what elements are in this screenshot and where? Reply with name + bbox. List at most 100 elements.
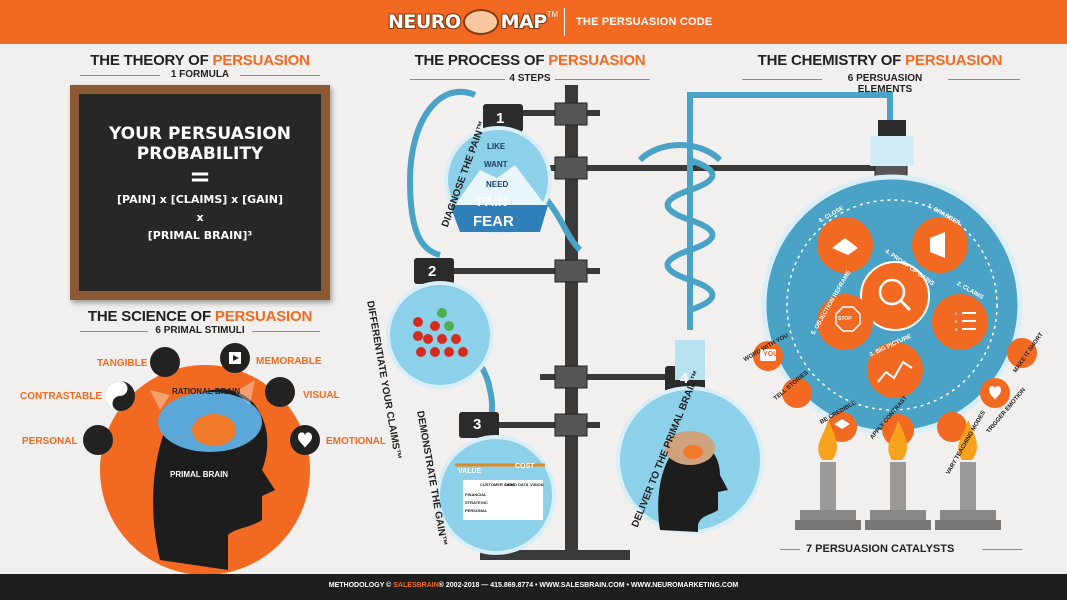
catalysts-rule-left [780, 549, 800, 550]
stimulus-visual-label: VISUAL [303, 390, 340, 401]
catalysts-rule-right [982, 549, 1022, 550]
flask-1 [444, 104, 552, 234]
gain-col-vision: VISION [530, 482, 544, 487]
theory-rule-left [80, 75, 160, 76]
header-subtitle: THE PERSUASION CODE [576, 16, 713, 28]
tangible-hand-icon [150, 347, 180, 377]
flask-2 [386, 258, 494, 389]
step-4-number: 4 [680, 370, 689, 387]
footer-text: METHODOLOGY © SALESBRAIN® 2002-2018 — 41… [328, 582, 739, 589]
logo-text-right: MAP [500, 11, 548, 33]
burner-3 [935, 420, 1001, 530]
gain-table [463, 480, 543, 520]
claims-num-1: 1 [955, 311, 958, 316]
gain-row-strategic: STRATEGIC [465, 500, 488, 505]
step-1-number: 1 [496, 110, 505, 127]
footer-brand-brain[interactable]: BRAIN [416, 582, 439, 589]
light-rays [150, 380, 255, 410]
flask-4 [616, 340, 764, 534]
claims-num-3: 3 [955, 327, 958, 332]
stimulus-memorable-label: MEMORABLE [256, 356, 322, 367]
formula-line-3: [PAIN] x [CLAIMS] x [GAIN] [117, 193, 283, 206]
iceberg-pain: PAIN [477, 194, 508, 209]
primal-brain-label: PRIMAL BRAIN [170, 470, 229, 479]
process-rule-right [555, 79, 650, 80]
rational-brain-label: RATIONAL BRAIN [172, 387, 241, 396]
catalysts-title: 7 PERSUASION CATALYSTS [806, 543, 955, 555]
bunsen-burners [795, 420, 1001, 530]
stimulus-tangible-label: TANGIBLE [97, 358, 148, 369]
gain-value-label: VALUE [458, 468, 482, 475]
formula-line-1: YOUR PERSUASION [108, 124, 292, 144]
theory-subtitle: 1 FORMULA [170, 69, 230, 80]
burner-1 [795, 420, 861, 530]
stimulus-personal-label: PERSONAL [22, 436, 78, 447]
formula-equals: = [189, 162, 211, 192]
stand-pole [565, 85, 578, 560]
iceberg-want: WANT [484, 160, 508, 169]
gain-col-customer: CUSTOMER CASE [480, 482, 516, 487]
you-text: YOU [763, 351, 779, 358]
step-3-number: 3 [473, 416, 482, 433]
neuromap-logo[interactable]: NEURO MAP TM [388, 8, 558, 36]
gain-col-demo: DEMO [505, 482, 517, 487]
claims-list-icon [932, 294, 988, 350]
big-picture-chart-icon [867, 342, 923, 398]
iceberg-need: NEED [486, 180, 509, 189]
chemistry-rule-right [948, 79, 1020, 80]
stand-base [480, 550, 630, 560]
science-subtitle: 6 PRIMAL STIMULI [155, 325, 245, 336]
flask-3 [436, 412, 556, 555]
logo-text-left: NEURO [388, 11, 461, 33]
science-title: THE SCIENCE OF PERSUASION [87, 308, 313, 325]
catalyst-icons [753, 338, 1037, 446]
proof-magnifier-icon [860, 261, 930, 331]
footer-brand-sales[interactable]: SALES [393, 582, 417, 589]
chemistry-subtitle: 6 PERSUASION ELEMENTS [847, 73, 923, 95]
science-rule-left [80, 331, 148, 332]
iceberg-fear: FEAR [473, 213, 514, 230]
step-2-number: 2 [428, 263, 437, 280]
lab-stand [420, 85, 908, 560]
stimulus-icons [83, 343, 320, 455]
gain-row-financial: FINANCIAL [465, 492, 487, 497]
claims-num-2: 2 [955, 319, 958, 324]
header-bar: NEURO MAP TM THE PERSUASION CODE [0, 0, 1067, 44]
visual-eye-icon [265, 377, 295, 407]
chalkboard-frame: YOUR PERSUASION PROBABILITY = [PAIN] x [… [70, 85, 330, 300]
header-divider [564, 8, 565, 36]
stimulus-emotional-label: EMOTIONAL [326, 436, 386, 447]
chemistry-title: THE CHEMISTRY OF PERSUASION [757, 52, 1003, 69]
formula-line-2: PROBABILITY [136, 144, 264, 164]
formula-line-4: [PRIMAL BRAIN]³ [147, 229, 253, 242]
short-network-icon [1007, 338, 1037, 368]
stop-sign-text: STOP [838, 316, 852, 322]
chalkboard: YOUR PERSUASION PROBABILITY = [PAIN] x [… [79, 94, 321, 291]
iceberg-like: LIKE [487, 142, 506, 151]
primal-brain-shape [192, 414, 236, 446]
apple-pyramid [413, 308, 468, 357]
footer-bar: METHODOLOGY © SALESBRAIN® 2002-2018 — 41… [0, 574, 1067, 600]
gain-row-personal: PERSONAL [465, 508, 488, 513]
burner-2 [865, 420, 931, 530]
process-subtitle: 4 STEPS [509, 73, 551, 84]
science-head-graphic [100, 365, 310, 575]
stories-book-icon [782, 378, 812, 408]
formula-times: x [196, 211, 204, 224]
brain-logo-icon [462, 9, 499, 35]
logo-trademark: TM [546, 10, 559, 19]
gain-col-data: DATA [518, 482, 529, 487]
gain-cost-label: COST [515, 463, 535, 470]
chemistry-rule-left [742, 79, 822, 80]
persuasion-elements [817, 217, 988, 398]
process-title: THE PROCESS OF PERSUASION [414, 52, 646, 69]
teaching-icon [937, 412, 967, 442]
stimulus-contrastable-label: CONTRASTABLE [20, 391, 103, 402]
theory-rule-right [240, 75, 320, 76]
science-rule-right [252, 331, 320, 332]
theory-title: THE THEORY OF PERSUASION [90, 52, 310, 69]
personal-face-icon [83, 425, 113, 455]
objection-stop-icon [817, 294, 873, 350]
process-rule-left [410, 79, 505, 80]
